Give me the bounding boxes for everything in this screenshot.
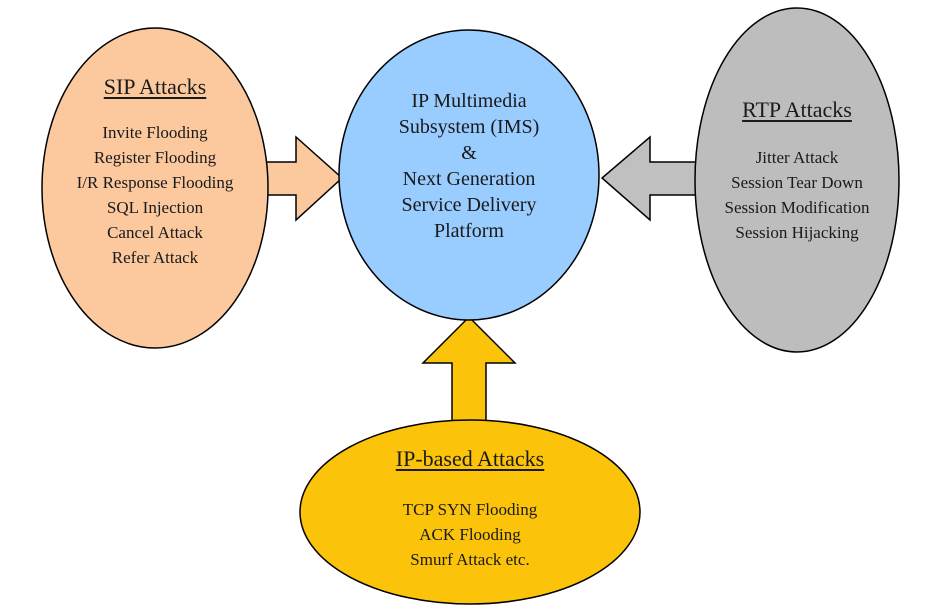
rtp-attack-item: Session Tear Down bbox=[731, 173, 863, 192]
ims-platform-line: IP Multimedia bbox=[411, 90, 527, 112]
sip-attack-item: Register Flooding bbox=[93, 148, 217, 167]
ims-platform-ellipse bbox=[338, 29, 600, 321]
sip-attack-item: Cancel Attack bbox=[107, 223, 203, 242]
sip-attack-item: I/R Response Flooding bbox=[76, 173, 234, 192]
rtp-attack-item: Jitter Attack bbox=[755, 148, 839, 167]
ims-platform-line: Subsystem (IMS) bbox=[398, 116, 540, 138]
ims-platform-line: & bbox=[461, 142, 477, 164]
rtp-attacks-ellipse bbox=[694, 7, 900, 353]
rtp-attacks-title: RTP Attacks bbox=[742, 97, 852, 122]
ip-attack-item: ACK Flooding bbox=[419, 525, 521, 544]
sip-attacks-ellipse bbox=[41, 27, 269, 349]
sip-attacks-title: SIP Attacks bbox=[103, 74, 207, 99]
ip-attack-item: TCP SYN Flooding bbox=[402, 500, 538, 519]
ims-platform-line: Platform bbox=[434, 220, 504, 242]
ims-platform-line: Next Generation bbox=[402, 168, 536, 190]
rtp-attack-item: Session Modification bbox=[724, 198, 870, 217]
rtp-to-ims-arrow bbox=[600, 135, 701, 222]
sip-attack-item: SQL Injection bbox=[106, 198, 204, 217]
ip-attacks-title: IP-based Attacks bbox=[395, 446, 545, 471]
ip-attack-item: Smurf Attack etc. bbox=[410, 550, 530, 569]
ims-platform-line: Service Delivery bbox=[401, 194, 537, 216]
sip-attack-item: Invite Flooding bbox=[102, 123, 208, 142]
rtp-attack-item: Session Hijacking bbox=[735, 223, 859, 242]
ip-attacks-ellipse bbox=[299, 419, 641, 605]
sip-attack-item: Refer Attack bbox=[111, 248, 199, 267]
